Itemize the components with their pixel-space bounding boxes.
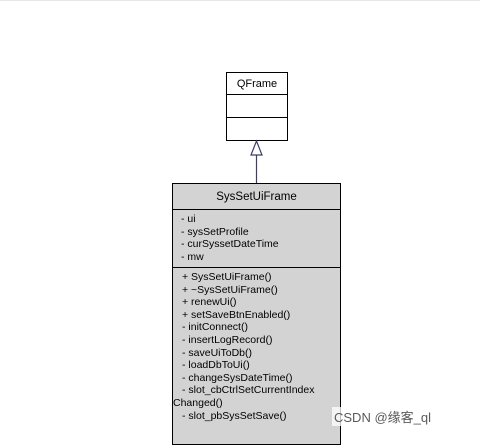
- syssetuiframe-class-name: SysSetUiFrame: [173, 184, 340, 210]
- operation-item: + SysSetUiFrame(): [182, 271, 272, 283]
- syssetuiframe-operations-section: + SysSetUiFrame() + ~SysSetUiFrame() + r…: [173, 268, 340, 422]
- operation-item: - changeSysDateTime(): [182, 371, 293, 384]
- qframe-class-name: QFrame: [227, 73, 287, 95]
- operation-item: - saveUiToDb(): [182, 346, 253, 359]
- operation-item: + ~SysSetUiFrame(): [182, 283, 278, 296]
- attribute-item: - ui: [181, 213, 196, 225]
- attribute-item: - curSyssetDateTime: [181, 238, 279, 251]
- operation-item: - insertLogRecord(): [182, 333, 273, 346]
- syssetuiframe-class-box: SysSetUiFrame - ui - sysSetProfile - cur…: [172, 183, 341, 445]
- qframe-class-box: QFrame: [226, 72, 288, 141]
- qframe-attributes-section: [227, 95, 287, 118]
- attribute-item: - mw: [181, 250, 204, 263]
- inheritance-arrow: [250, 139, 263, 183]
- watermark-text: CSDN @缘客_ql: [332, 407, 433, 426]
- top-divider: [0, 0, 480, 1]
- inheritance-arrowhead: [250, 139, 263, 156]
- operation-item: - slot_cbCtrlSetCurrentIndex: [182, 384, 315, 397]
- operation-item: - initConnect(): [182, 321, 248, 334]
- syssetuiframe-attributes-section: - ui - sysSetProfile - curSyssetDateTime…: [173, 210, 340, 268]
- operation-item: + renewUi(): [182, 296, 237, 309]
- operation-item: - loadDbToUi(): [182, 359, 250, 372]
- operation-item: - slot_pbSysSetSave(): [182, 409, 287, 422]
- operation-item-continuation: Changed(): [173, 396, 223, 409]
- operation-item: + setSaveBtnEnabled(): [182, 308, 291, 321]
- attribute-item: - sysSetProfile: [181, 225, 249, 238]
